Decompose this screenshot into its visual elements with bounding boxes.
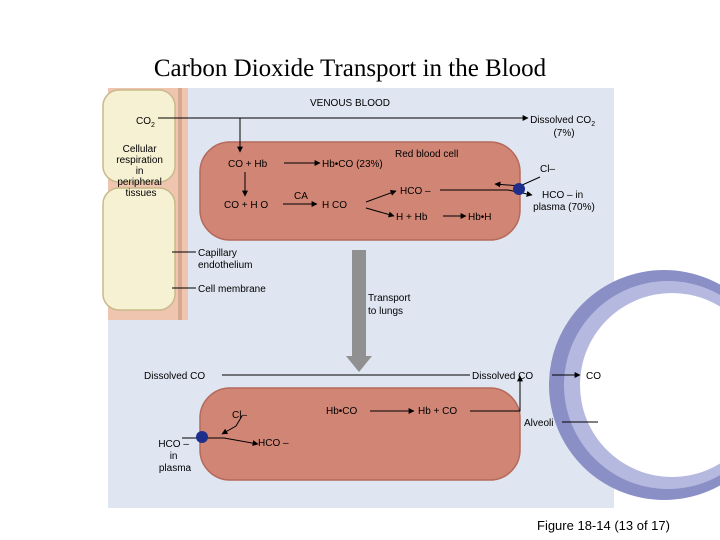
- venous-blood-label: VENOUS BLOOD: [310, 98, 390, 109]
- endothelium-stripe: [178, 88, 182, 320]
- transport-arrow-head: [346, 356, 372, 372]
- h2co3-label: H CO: [322, 200, 347, 211]
- co2-lungs-label: CO: [586, 371, 601, 382]
- cl-out-arrow: [221, 415, 243, 435]
- hco3-bottom-label: HCO –: [258, 438, 289, 449]
- hb-co2-23-label: Hb•CO (23%): [322, 159, 383, 170]
- cl-bottom-label: Cl–: [232, 410, 247, 421]
- dissolved-co2-top-label: Dissolved CO2 (7%): [530, 115, 598, 139]
- tissue-cell-upper: [102, 89, 176, 183]
- hb-co2-bottom-label: Hb•CO: [326, 406, 358, 417]
- tissue-cell-lower: [102, 187, 176, 311]
- h2co3-to-hco3-arrow: [365, 190, 397, 203]
- h-plus-hb-label: H + Hb: [396, 212, 428, 223]
- tissue-co2-label: CO2: [136, 116, 155, 129]
- h2co3-to-hplus-arrow: [365, 207, 395, 218]
- hco3-out-arrow: [440, 189, 533, 197]
- ca-label: CA: [294, 191, 308, 202]
- cellular-respiration-label: Cellular respiration in peripheral tissu…: [116, 144, 165, 199]
- red-blood-cell-lower: [199, 387, 521, 481]
- hco3-top-label: HCO –: [400, 186, 431, 197]
- hco3-into-rbc-arrow: [182, 437, 259, 447]
- red-blood-cell-label: Red blood cell: [395, 149, 458, 160]
- cl-top-label: Cl–: [540, 164, 555, 175]
- red-blood-cell-upper: [199, 141, 521, 241]
- hbh-label: Hb•H: [468, 212, 492, 223]
- dissolved-co2-bottom-left-label: Dissolved CO: [144, 371, 205, 382]
- hco3-plasma-label: HCO – in plasma (70%): [533, 190, 595, 213]
- figure-caption: Figure 18-14 (13 of 17): [537, 518, 670, 533]
- capillary-endothelium-label: Capillary endothelium: [198, 248, 252, 271]
- transport-arrow-shaft: [352, 250, 366, 358]
- co2-plus-hb-label: CO + Hb: [228, 159, 268, 170]
- exchanger-lower: [196, 431, 208, 443]
- dissolved-co2-bottom-right-label: Dissolved CO: [472, 371, 533, 382]
- transport-to-lungs-label: Transport to lungs: [368, 293, 413, 317]
- hco3-bottom-plasma-label: HCO – in plasma: [158, 439, 191, 474]
- hb-co2-out-arrow: [470, 375, 523, 412]
- alveoli-label: Alveoli: [524, 418, 553, 429]
- hb-plus-co2-label: Hb + CO: [418, 406, 457, 417]
- co2-plus-h2o-label: CO + H O: [224, 200, 268, 211]
- exchanger-upper: [513, 183, 525, 195]
- alveolus-lumen: [580, 293, 720, 477]
- cell-membrane-label: Cell membrane: [198, 284, 266, 295]
- slide-title: Carbon Dioxide Transport in the Blood: [153, 55, 547, 82]
